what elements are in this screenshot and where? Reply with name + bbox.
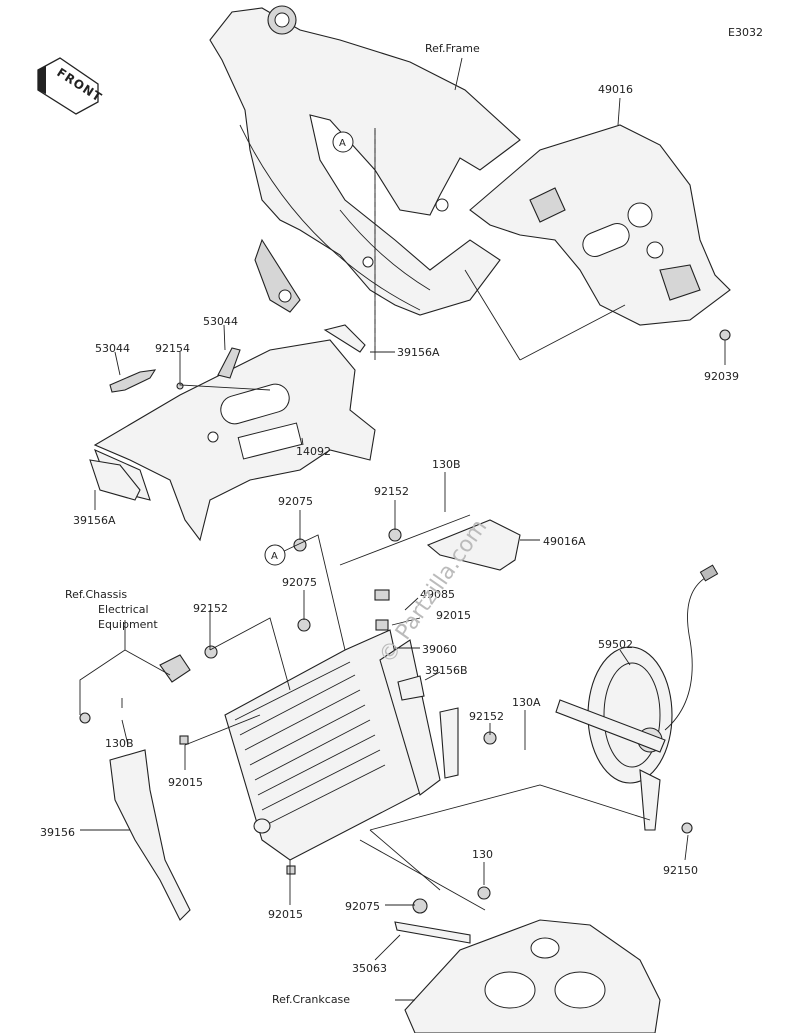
label-39156a-left: 39156A bbox=[73, 514, 116, 527]
part-39156b-shape bbox=[439, 707, 459, 779]
part-35063-shape bbox=[394, 921, 471, 944]
label-49016a: 49016A bbox=[543, 535, 586, 548]
radiator-illustration bbox=[224, 629, 441, 861]
label-53044-right: 53044 bbox=[203, 315, 238, 328]
label-35063: 35063 bbox=[352, 962, 387, 975]
ref-chassis-label-1: Ref.Chassis bbox=[65, 588, 127, 601]
part-49016-shape bbox=[469, 124, 731, 326]
ref-frame-label: Ref.Frame bbox=[425, 42, 480, 55]
label-130a: 130A bbox=[512, 696, 541, 709]
ref-crankcase-label: Ref.Crankcase bbox=[272, 993, 350, 1006]
svg-text:A: A bbox=[339, 138, 346, 149]
part-53044-hose-right bbox=[217, 347, 241, 379]
label-59502: 59502 bbox=[598, 638, 633, 651]
label-130: 130 bbox=[472, 848, 493, 861]
ref-chassis-label-3: Equipment bbox=[98, 618, 158, 631]
part-53044-hose-left bbox=[109, 369, 157, 393]
label-92015-bottom: 92015 bbox=[268, 908, 303, 921]
label-53044-left: 53044 bbox=[95, 342, 130, 355]
part-39156a-top-shape bbox=[323, 324, 366, 353]
label-92152-right: 92152 bbox=[469, 710, 504, 723]
label-49085: 49085 bbox=[420, 588, 455, 601]
label-92039: 92039 bbox=[704, 370, 739, 383]
label-14092: 14092 bbox=[296, 445, 331, 458]
label-92150: 92150 bbox=[663, 864, 698, 877]
label-92015-left: 92015 bbox=[168, 776, 203, 789]
diagram-code: E3032 bbox=[728, 26, 763, 39]
front-arrow-icon: FRONT bbox=[37, 57, 105, 115]
label-92152-top: 92152 bbox=[374, 485, 409, 498]
part-39156-shape bbox=[109, 749, 191, 921]
label-39156a-top: 39156A bbox=[397, 346, 440, 359]
leader-lines bbox=[79, 57, 726, 1001]
callout-a-mid: A bbox=[264, 544, 286, 566]
label-130b-left: 130B bbox=[105, 737, 134, 750]
part-14092-shape bbox=[93, 339, 376, 542]
label-92015-top: 92015 bbox=[436, 609, 471, 622]
label-92075-a: 92075 bbox=[278, 495, 313, 508]
ref-chassis-label-2: Electrical bbox=[98, 603, 149, 616]
label-92154: 92154 bbox=[155, 342, 190, 355]
label-92075-b: 92075 bbox=[282, 576, 317, 589]
part-49016a-shape bbox=[426, 519, 521, 571]
crankcase-illustration bbox=[404, 919, 661, 1033]
callout-a-top: A bbox=[332, 131, 354, 153]
label-92152-left: 92152 bbox=[193, 602, 228, 615]
label-92075-c: 92075 bbox=[345, 900, 380, 913]
frame-illustration bbox=[209, 5, 521, 316]
label-130b-top: 130B bbox=[432, 458, 461, 471]
part-39060-shape bbox=[397, 675, 425, 701]
label-39156: 39156 bbox=[40, 826, 75, 839]
label-39156b: 39156B bbox=[425, 664, 468, 677]
label-39060: 39060 bbox=[422, 643, 457, 656]
fan-59502-illustration bbox=[555, 564, 719, 831]
part-39156a-left-shape bbox=[89, 459, 141, 501]
label-49016: 49016 bbox=[598, 83, 633, 96]
svg-text:A: A bbox=[271, 551, 278, 562]
